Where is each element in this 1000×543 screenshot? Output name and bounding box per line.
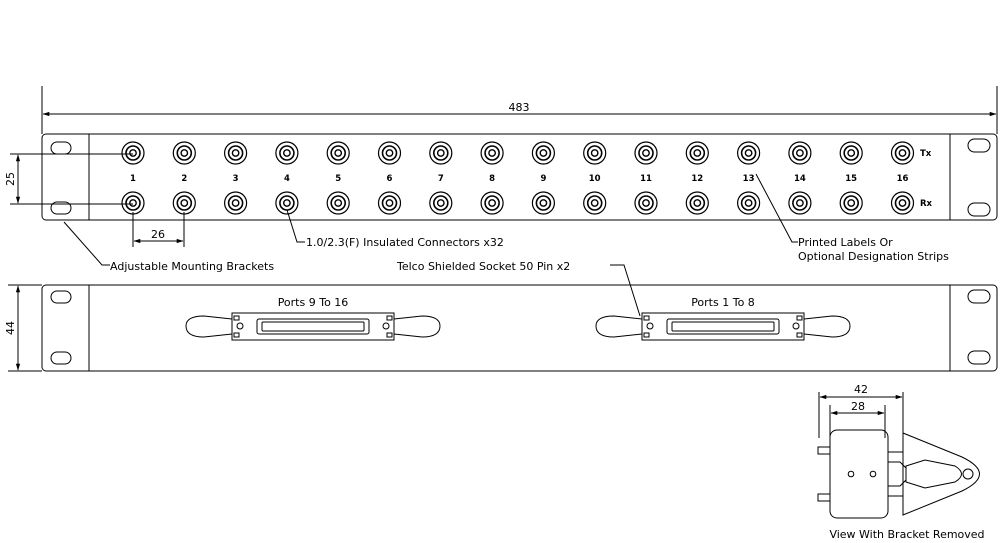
port-number-2: 2	[181, 174, 187, 184]
rx-connector-14	[788, 191, 812, 215]
telco-callout: Telco Shielded Socket 50 Pin x2	[396, 260, 641, 317]
telco-socket-ports-9-16: Ports 9 To 16	[185, 296, 441, 341]
rx-connector-15	[839, 191, 863, 215]
rx-connector-9	[531, 191, 556, 215]
inner-depth-value: 28	[851, 400, 865, 413]
top-connector-pin	[817, 446, 831, 455]
overall-width-value: 483	[509, 101, 530, 114]
brackets-callout: Adjustable Mounting Brackets	[63, 221, 274, 273]
mounting-slot-bottom-left	[50, 201, 72, 215]
port-pitch-value: 26	[151, 228, 165, 241]
side-view: 42 28 View With Bracket Removed	[817, 383, 985, 541]
connectors-callout: 1.0/2.3(F) Insulated Connectors x32	[286, 209, 504, 249]
port-number-14: 14	[794, 174, 806, 184]
tx-connector-15	[839, 141, 863, 165]
tx-connector-3	[224, 141, 248, 165]
tx-connector-9	[531, 141, 556, 165]
port-number-7: 7	[438, 174, 444, 184]
rx-connector-10	[583, 191, 607, 215]
connectors-callout-text: 1.0/2.3(F) Insulated Connectors x32	[306, 236, 504, 249]
rx-connector-5	[326, 191, 350, 215]
row-spacing-value: 25	[4, 172, 17, 186]
port-number-16: 16	[897, 174, 909, 184]
port-number-13: 13	[743, 174, 755, 184]
socket-body-side	[829, 429, 889, 519]
tx-connector-5	[326, 141, 350, 165]
tx-connector-6	[377, 141, 402, 165]
rx-connector-2	[172, 191, 196, 215]
labels-callout-line1: Printed Labels Or	[798, 236, 893, 249]
rx-connector-12	[685, 191, 709, 215]
tx-connector-16	[890, 141, 915, 165]
panel-height-value: 44	[4, 321, 17, 335]
rx-connector-6	[377, 191, 402, 215]
tx-connector-2	[172, 141, 196, 165]
tx-connector-11	[634, 141, 658, 165]
rear-slot-top-right	[967, 289, 991, 304]
port-number-3: 3	[233, 174, 239, 184]
bottom-connector-pin	[817, 493, 831, 502]
rear-label-ports-1-8: Ports 1 To 8	[691, 296, 755, 309]
mounting-bracket-profile	[902, 432, 980, 516]
rx-connector-16	[890, 191, 915, 215]
mounting-slot-top-left	[50, 141, 72, 155]
tx-connector-13	[736, 141, 761, 165]
tx-connector-4	[275, 141, 299, 165]
row-spacing-dimension: 25	[4, 153, 133, 205]
rear-slot-bottom-left	[50, 351, 72, 365]
rear-panel: Ports 9 To 16 Ports 1 To 8	[41, 284, 998, 372]
port-number-8: 8	[489, 174, 495, 184]
body-depth-value: 42	[854, 383, 868, 396]
port-number-15: 15	[845, 174, 857, 184]
rx-connector-row	[121, 191, 915, 215]
rx-connector-1	[121, 191, 145, 215]
tx-label: Tx	[920, 149, 932, 159]
tx-connector-row	[121, 141, 915, 165]
port-number-12: 12	[691, 174, 703, 184]
telco-callout-text: Telco Shielded Socket 50 Pin x2	[396, 260, 570, 273]
tx-connector-12	[685, 141, 709, 165]
rx-connector-11	[634, 191, 658, 215]
rear-label-ports-9-16: Ports 9 To 16	[278, 296, 349, 309]
rx-connector-13	[736, 191, 761, 215]
port-number-11: 11	[640, 174, 652, 184]
tx-connector-14	[788, 141, 812, 165]
mounting-slot-bottom-right	[967, 202, 991, 217]
labels-callout-line2: Optional Designation Strips	[798, 250, 949, 263]
port-number-4: 4	[284, 174, 290, 184]
port-number-10: 10	[589, 174, 601, 184]
tx-connector-1	[121, 141, 145, 165]
tx-connector-8	[480, 141, 504, 165]
side-view-caption: View With Bracket Removed	[829, 528, 984, 541]
port-number-6: 6	[387, 174, 393, 184]
rx-connector-4	[275, 191, 299, 215]
port-number-1: 1	[130, 174, 136, 184]
port-number-9: 9	[540, 174, 546, 184]
tx-connector-7	[429, 141, 453, 165]
telco-socket-ports-1-8: Ports 1 To 8	[595, 296, 851, 341]
rx-connector-3	[224, 191, 248, 215]
rx-label: Rx	[920, 199, 933, 209]
rear-slot-top-left	[50, 290, 72, 304]
overall-width-dimension: 483	[41, 86, 998, 134]
rx-connector-7	[429, 191, 453, 215]
brackets-callout-text: Adjustable Mounting Brackets	[110, 260, 274, 273]
tx-connector-10	[583, 141, 607, 165]
rx-connector-8	[480, 191, 504, 215]
labels-callout: Printed Labels Or Optional Designation S…	[755, 173, 949, 263]
rear-slot-bottom-right	[967, 350, 991, 365]
mounting-slot-top-right	[967, 138, 991, 153]
panel-height-dimension: 44	[4, 284, 42, 372]
port-pitch-dimension: 26	[132, 212, 185, 247]
port-number-5: 5	[335, 174, 341, 184]
